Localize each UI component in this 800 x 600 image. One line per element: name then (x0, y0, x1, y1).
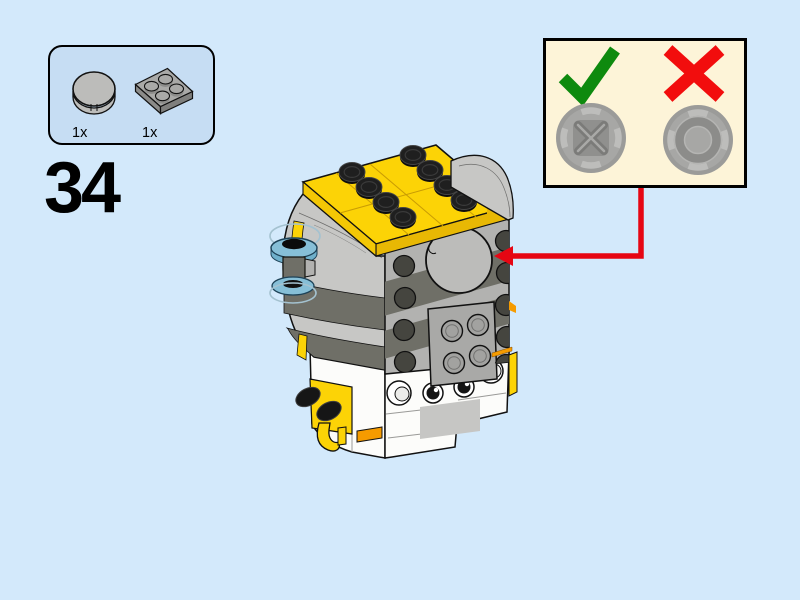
front-plate-studs (440, 313, 492, 375)
yellow-sliver-lower (296, 333, 308, 361)
part-count-round-tile: 1x (72, 125, 88, 141)
round-tile-2x2-icon (72, 71, 116, 115)
plate-2x2-icon (134, 67, 194, 115)
front-plate-2x2 (427, 301, 498, 387)
model-side-goggles (269, 223, 321, 304)
tile-underside-correct-icon (556, 103, 626, 173)
step-number: 34 (44, 148, 121, 228)
cross-icon (663, 45, 725, 102)
orientation-callout-box (543, 38, 747, 188)
part-count-plate: 1x (142, 125, 158, 141)
body-gray-panel (420, 399, 480, 439)
head-yellow-top (301, 144, 514, 258)
parts-callout-box: 1x 1x (48, 45, 215, 145)
callout-arrow (494, 188, 644, 266)
arrowhead (494, 246, 513, 266)
orientation-diagram (556, 45, 733, 175)
yellow-feet (295, 378, 353, 452)
model-head (282, 144, 518, 397)
model-body (295, 346, 510, 459)
head-corner-slope (450, 154, 514, 221)
head-front-face (384, 214, 518, 397)
orange-accent (356, 426, 383, 443)
tile-underside-incorrect-icon (663, 105, 733, 175)
top-studs (338, 145, 478, 229)
parts-icons (72, 67, 194, 115)
check-icon (558, 46, 620, 107)
